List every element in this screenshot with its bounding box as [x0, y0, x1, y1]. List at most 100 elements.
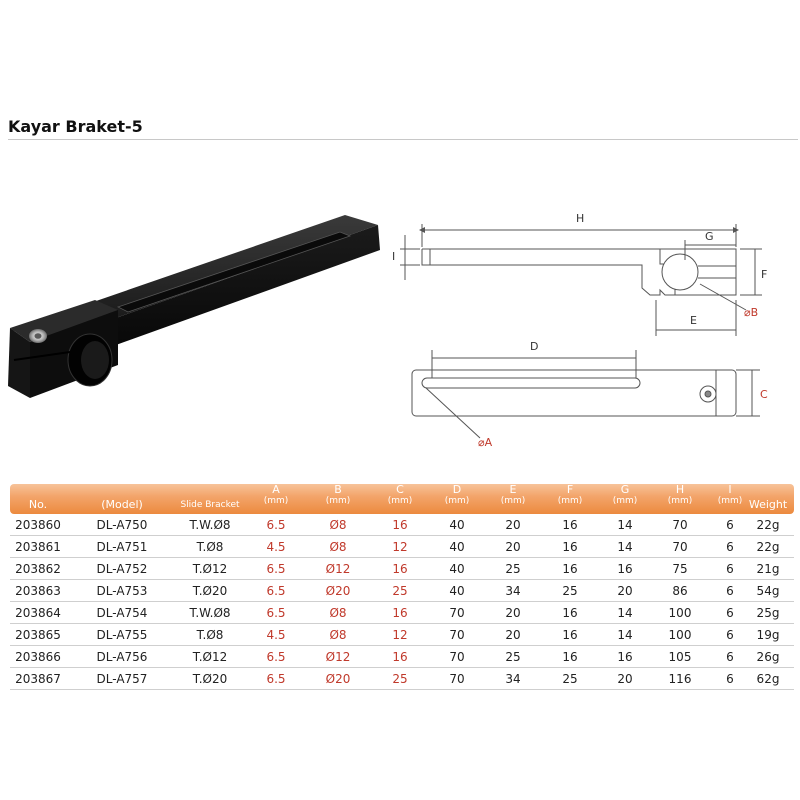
header-unit: (mm) [263, 496, 289, 506]
table-cell: 16 [392, 518, 408, 532]
table-cell: 25 [505, 650, 521, 664]
header-cell: Weight [749, 484, 787, 514]
title-divider [8, 139, 798, 140]
table-cell: 16 [562, 518, 578, 532]
header-label: D [452, 483, 462, 496]
header-label: F [566, 483, 574, 496]
header-label: I [728, 483, 732, 496]
table-cell: 16 [392, 562, 408, 576]
table-cell: 203863 [15, 584, 61, 598]
table-cell: 25 [392, 584, 408, 598]
table-cell: 14 [617, 628, 633, 642]
page-title: Kayar Braket-5 [8, 117, 143, 136]
table-cell: 70 [449, 606, 465, 620]
header-unit: (mm) [557, 496, 583, 506]
table-cell: 203867 [15, 672, 61, 686]
header-unit: (mm) [717, 496, 743, 506]
table-cell: 86 [672, 584, 688, 598]
table-cell: 6 [726, 628, 734, 642]
table-cell: T.W.Ø8 [189, 518, 231, 532]
table-cell: 4.5 [266, 540, 286, 554]
table-cell: 16 [562, 650, 578, 664]
table-cell: T.W.Ø8 [189, 606, 231, 620]
table-cell: 105 [668, 650, 692, 664]
header-cell: B(mm) [326, 484, 351, 514]
table-cell: DL-A754 [96, 606, 148, 620]
table-cell: 12 [392, 540, 408, 554]
table-cell: 6.5 [266, 672, 286, 686]
table-cell: Ø20 [325, 584, 351, 598]
table-cell: 20 [505, 628, 521, 642]
header-label: H [675, 483, 685, 496]
table-cell: 203862 [15, 562, 61, 576]
table-cell: 203861 [15, 540, 61, 554]
header-label: No. [28, 498, 48, 511]
table-cell: 20 [505, 518, 521, 532]
header-unit: (mm) [325, 496, 351, 506]
header-cell: No. [29, 484, 47, 514]
table-cell: DL-A755 [96, 628, 148, 642]
table-cell: 70 [449, 650, 465, 664]
table-cell: DL-A750 [96, 518, 148, 532]
header-cell: C(mm) [388, 484, 413, 514]
table-cell: 14 [617, 606, 633, 620]
table-cell: 6 [726, 540, 734, 554]
table-cell: 16 [562, 562, 578, 576]
table-cell: 26g [756, 650, 780, 664]
header-cell: (Model) [101, 484, 143, 514]
header-cell: G(mm) [613, 484, 638, 514]
dim-label-d: D [530, 340, 538, 353]
table-cell: 16 [617, 562, 633, 576]
table-cell: 16 [392, 650, 408, 664]
header-cell: E(mm) [501, 484, 526, 514]
header-label: A [272, 483, 280, 496]
dim-label-h: H [576, 212, 584, 225]
header-unit: (mm) [612, 496, 638, 506]
table-cell: 6 [726, 584, 734, 598]
table-cell: 16 [617, 650, 633, 664]
dim-label-e: E [690, 314, 697, 327]
table-cell: 21g [756, 562, 780, 576]
table-cell: DL-A756 [96, 650, 148, 664]
header-label: C [396, 483, 404, 496]
header-cell: I(mm) [718, 484, 743, 514]
dim-label-f: F [761, 268, 767, 281]
table-cell: 203866 [15, 650, 61, 664]
table-cell: 70 [449, 628, 465, 642]
table-cell: 19g [756, 628, 780, 642]
table-cell: 25 [505, 562, 521, 576]
table-cell: 100 [668, 606, 692, 620]
table-cell: 40 [449, 562, 465, 576]
table-cell: 34 [505, 584, 521, 598]
header-unit: (mm) [444, 496, 470, 506]
table-cell: 40 [449, 518, 465, 532]
table-cell: 6.5 [266, 518, 286, 532]
technical-drawing: H G I F E ⌀B D C ⌀A [392, 212, 768, 449]
table-cell: 12 [392, 628, 408, 642]
table-cell: 25 [562, 672, 578, 686]
table-cell: 54g [756, 584, 780, 598]
table-cell: 22g [756, 540, 780, 554]
table-cell: 6.5 [266, 606, 286, 620]
table-cell: 20 [617, 672, 633, 686]
table-cell: 6 [726, 672, 734, 686]
header-label: Slide Bracket [180, 500, 240, 510]
table-cell: DL-A751 [96, 540, 148, 554]
table-cell: 116 [668, 672, 692, 686]
table-cell: 100 [668, 628, 692, 642]
header-label: B [334, 483, 342, 496]
dim-label-b: ⌀B [744, 306, 758, 319]
table-cell: T.Ø12 [192, 562, 228, 576]
table-cell: 62g [756, 672, 780, 686]
table-cell: 203860 [15, 518, 61, 532]
table-cell: Ø12 [325, 650, 351, 664]
table-cell: 75 [672, 562, 688, 576]
table-cell: DL-A753 [96, 584, 148, 598]
table-cell: Ø8 [329, 606, 347, 620]
table-cell: 34 [505, 672, 521, 686]
